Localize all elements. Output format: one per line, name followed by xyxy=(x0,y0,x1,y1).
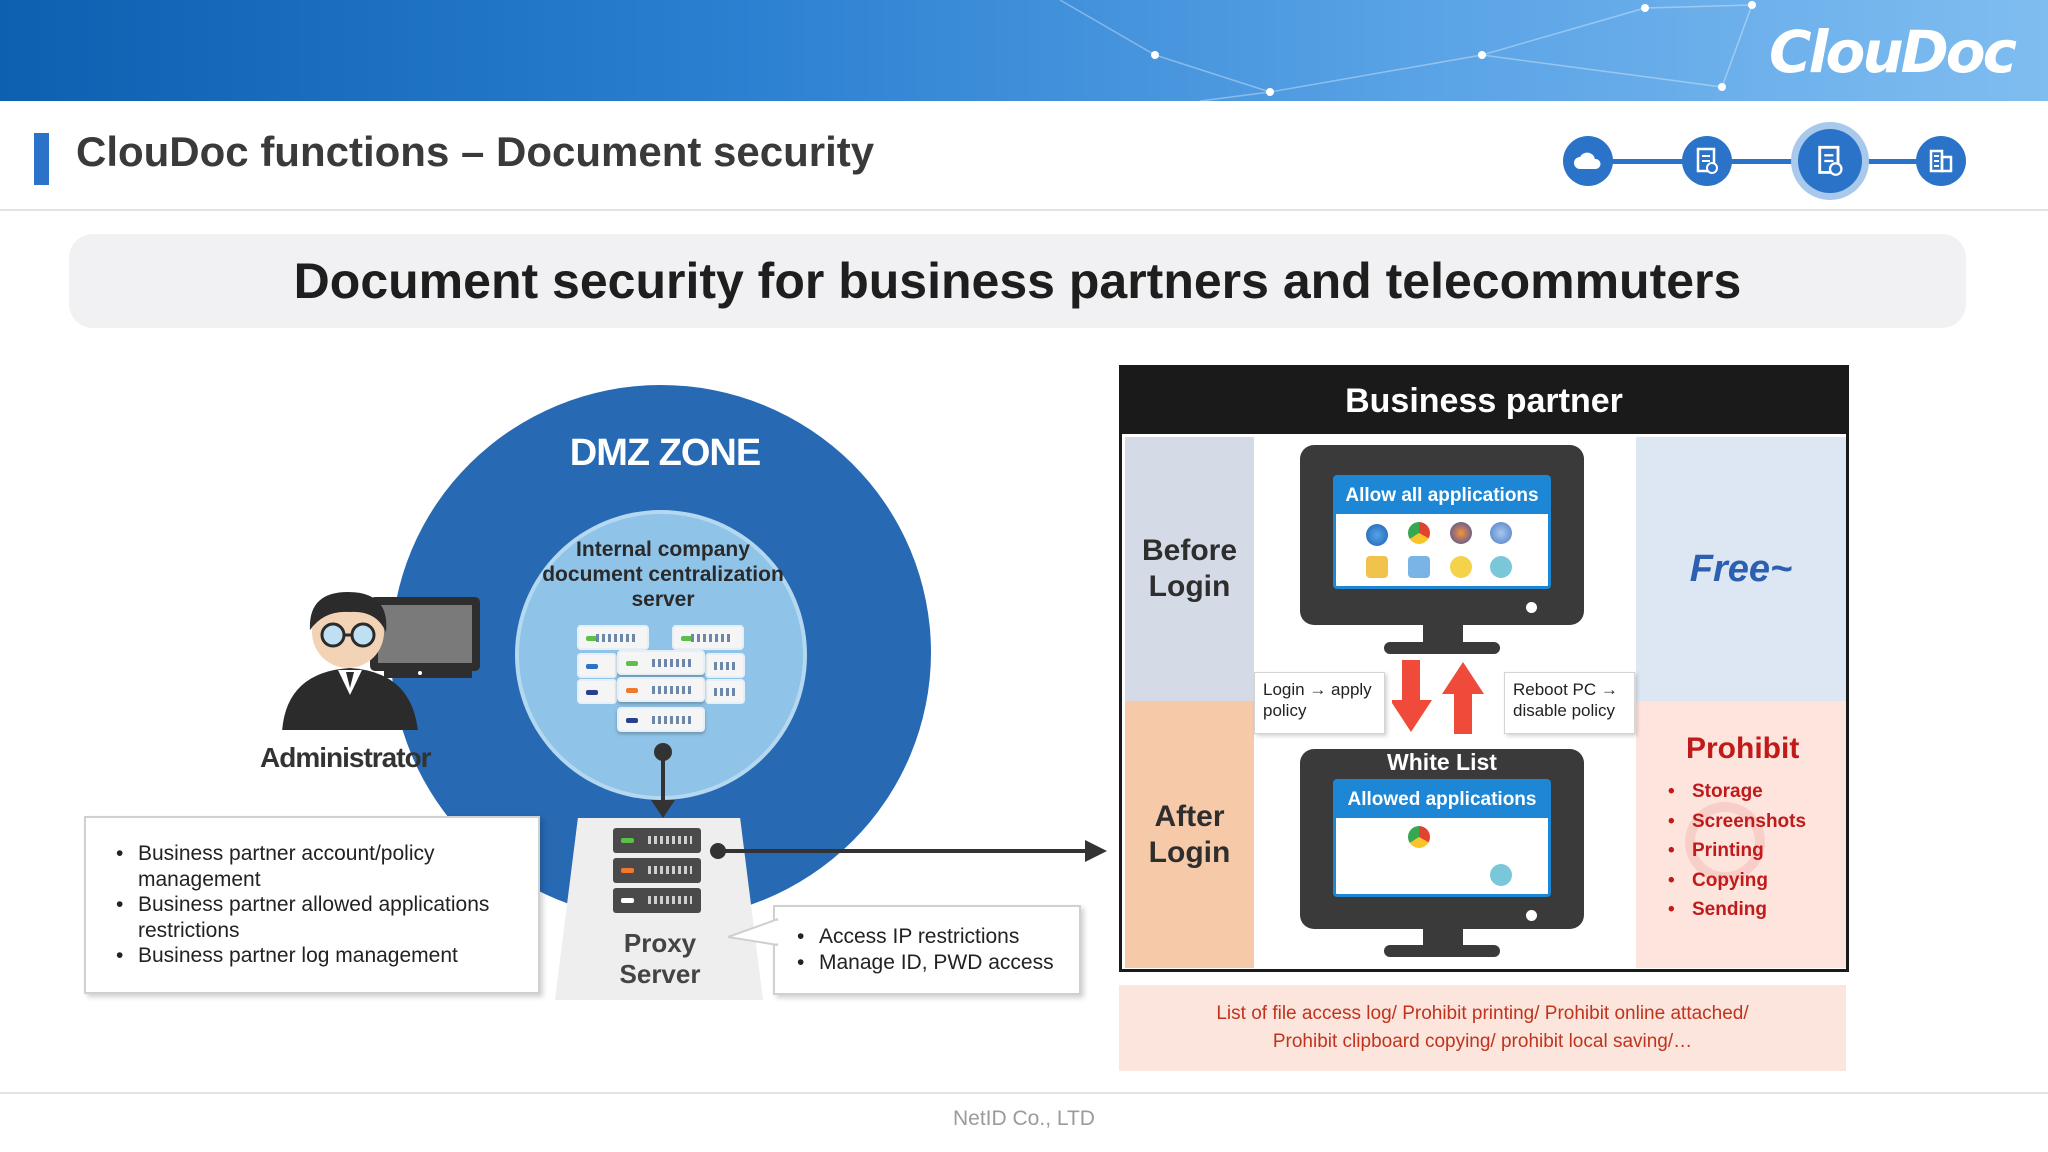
business-partner-panel: Business partner Before Login After Logi… xyxy=(1119,365,1849,972)
power-led xyxy=(1526,602,1537,613)
browser-icon xyxy=(1366,524,1388,546)
subtitle-banner: Document security for business partners … xyxy=(69,234,1966,328)
free-text: Free~ xyxy=(1689,547,1793,590)
top-banner: ClouDoc xyxy=(0,0,2048,101)
policy-note-line: Prohibit clipboard copying/ prohibit loc… xyxy=(1272,1031,1693,1052)
contacts-icon xyxy=(1490,556,1512,578)
section-progress xyxy=(1560,126,1966,196)
monitor-base xyxy=(1384,642,1500,654)
prohibit-cell: Prohibit Storage Screenshots Printing Co… xyxy=(1636,701,1846,968)
admin-function-item: Business partner account/policy manageme… xyxy=(108,841,524,892)
cloudoc-logo: ClouDoc xyxy=(1769,18,2017,86)
document-settings-icon[interactable] xyxy=(1798,129,1862,193)
proxy-function-item: Access IP restrictions xyxy=(789,924,1069,950)
monitor-stand xyxy=(1423,929,1463,949)
document-settings-icon[interactable] xyxy=(1682,136,1732,186)
after-login-monitor: Allowed applications xyxy=(1300,749,1584,929)
progress-line xyxy=(1600,159,1940,164)
connector-arrow xyxy=(651,800,675,818)
monitor-stand xyxy=(1423,625,1463,647)
proxy-function-item: Manage ID, PWD access xyxy=(789,950,1069,976)
slide-subtitle: Document security for business partners … xyxy=(293,253,1742,309)
callout-pointer xyxy=(728,917,778,947)
app-icon xyxy=(1490,522,1512,544)
folder-icon xyxy=(1366,556,1388,578)
prohibit-item: Printing xyxy=(1663,836,1806,866)
connector-line xyxy=(718,849,1098,853)
before-login-monitor: Allow all applications xyxy=(1300,445,1584,625)
admin-function-item: Business partner log management xyxy=(108,943,524,969)
title-accent-bar xyxy=(34,133,49,185)
after-login-cell: After Login xyxy=(1125,701,1254,968)
proxy-server-label: Proxy Server xyxy=(619,928,701,989)
prohibit-item: Copying xyxy=(1663,866,1806,896)
allowed-apps-label: Allowed applications xyxy=(1336,782,1548,818)
reboot-note: Reboot PC → disable policy xyxy=(1504,672,1635,734)
connector-arrow xyxy=(1085,840,1107,862)
administrator-icon xyxy=(282,592,480,730)
proxy-server-icon xyxy=(613,828,701,916)
footer-company: NetID Co., LTD xyxy=(953,1107,1095,1130)
admin-function-item: Business partner allowed applications re… xyxy=(108,892,524,943)
allow-all-label: Allow all applications xyxy=(1336,478,1548,514)
chrome-icon xyxy=(1408,826,1430,848)
header-divider xyxy=(0,209,2048,211)
login-note: Login → apply policy xyxy=(1254,672,1385,734)
cloud-icon[interactable] xyxy=(1563,136,1613,186)
messenger-icon xyxy=(1450,556,1472,578)
login-reboot-arrows-icon xyxy=(1392,660,1484,734)
page-title: ClouDoc functions – Document security xyxy=(76,128,875,175)
prohibit-item: Sending xyxy=(1663,895,1806,925)
business-partner-title: Business partner xyxy=(1122,368,1846,434)
before-login-cell: Before Login xyxy=(1125,437,1254,701)
before-login-label: Before Login xyxy=(1141,534,1238,603)
proxy-functions-callout: Access IP restrictions Manage ID, PWD ac… xyxy=(773,905,1081,995)
footer-divider xyxy=(0,1092,2048,1094)
central-server-label: Internal company document centralization… xyxy=(542,538,784,611)
power-led xyxy=(1526,910,1537,921)
monitor-base xyxy=(1384,945,1500,957)
network-decoration xyxy=(1059,0,1756,101)
white-list-label: White List xyxy=(1387,749,1497,775)
prohibit-title: Prohibit xyxy=(1686,732,1800,765)
dmz-zone-label: DMZ ZONE xyxy=(569,432,761,474)
chrome-icon xyxy=(1408,522,1430,544)
free-cell: Free~ xyxy=(1636,437,1846,701)
prohibit-item: Screenshots xyxy=(1663,807,1806,837)
building-icon[interactable] xyxy=(1916,136,1966,186)
sync-icon xyxy=(1408,556,1430,578)
firefox-icon xyxy=(1450,522,1472,544)
administrator-label: Administrator xyxy=(260,742,432,773)
monitor-screen: Allow all applications xyxy=(1333,475,1551,589)
after-login-label: After Login xyxy=(1148,799,1231,869)
policy-note: List of file access log/ Prohibit printi… xyxy=(1119,985,1846,1071)
prohibit-list: Storage Screenshots Printing Copying Sen… xyxy=(1663,777,1806,925)
policy-note-line: List of file access log/ Prohibit printi… xyxy=(1216,1003,1749,1024)
connector-line xyxy=(661,752,665,806)
prohibit-item: Storage xyxy=(1663,777,1806,807)
monitor-screen: Allowed applications xyxy=(1333,779,1551,897)
admin-functions-callout: Business partner account/policy manageme… xyxy=(84,816,540,994)
contacts-icon xyxy=(1490,864,1512,886)
